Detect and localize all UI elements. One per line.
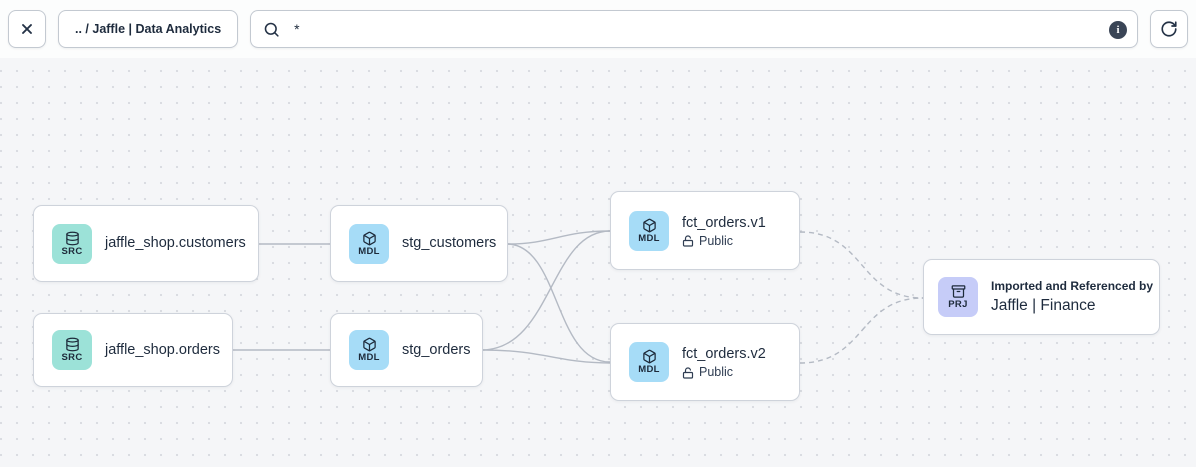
badge-label: MDL [358,245,380,257]
model-badge: MDL [349,223,389,264]
search-bar[interactable]: i [250,10,1138,48]
lineage-canvas[interactable]: SRC jaffle_shop.customers SRC jaffle_sho… [0,58,1196,467]
access-row: Public [682,366,733,379]
badge-label: SRC [61,245,83,257]
edge-stg_customers-fct_v2 [507,243,611,363]
badge-label: MDL [358,352,380,364]
access-row: Public [682,235,733,248]
badge-label: SRC [61,352,83,364]
node-fct-orders-v1[interactable]: MDL fct_orders.v1 Public [610,191,800,270]
node-title: jaffle_shop.customers [105,235,246,252]
edge-stg_orders-fct_v1 [482,230,611,351]
badge-label: PRJ [948,299,968,311]
cube-icon [362,231,376,246]
node-jaffle-shop-orders[interactable]: SRC jaffle_shop.orders [33,313,233,387]
node-title: stg_customers [402,235,497,252]
source-badge: SRC [52,330,92,370]
node-stg-orders[interactable]: MDL stg_orders [330,313,483,387]
edge-fct_v1-project [799,231,924,299]
node-jaffle-finance-project[interactable]: PRJ Imported and Referenced by Jaffle | … [923,259,1160,335]
database-icon [65,231,79,246]
close-icon [22,24,32,34]
access-label: Public [699,233,734,248]
edge-fct_v2-project [799,297,924,364]
edge-layer [233,230,924,364]
cube-icon [642,349,656,364]
node-title: fct_orders.v1 [682,214,766,231]
edge-stg_orders-fct_v2 [482,349,611,364]
edge-stg_customers-fct_v1 [507,230,611,245]
node-subtitle: Imported and Referenced by [991,278,1154,293]
model-badge: MDL [629,210,669,251]
breadcrumb-label: .. / Jaffle | Data Analytics [75,22,222,36]
toolbar: .. / Jaffle | Data Analytics i [0,0,1196,58]
model-badge: MDL [349,330,389,370]
node-title: jaffle_shop.orders [105,341,221,358]
badge-label: MDL [638,232,660,244]
refresh-icon [1161,21,1177,37]
project-badge: PRJ [938,277,978,317]
node-title: stg_orders [402,341,471,358]
breadcrumb[interactable]: .. / Jaffle | Data Analytics [58,10,239,48]
archive-icon [951,285,965,298]
search-icon [264,22,279,37]
access-label: Public [699,365,734,380]
node-stg-customers[interactable]: MDL stg_customers [330,205,508,282]
database-icon [65,337,79,352]
model-badge: MDL [629,342,669,382]
unlock-icon [682,366,694,379]
info-icon[interactable]: i [1109,21,1127,39]
search-input[interactable] [292,20,1099,38]
source-badge: SRC [52,223,92,264]
cube-icon [362,337,376,352]
unlock-icon [682,235,694,247]
cube-icon [642,218,656,233]
node-title: fct_orders.v2 [682,346,766,363]
refresh-button[interactable] [1150,10,1188,48]
badge-label: MDL [638,364,660,376]
close-button[interactable] [8,10,46,48]
node-jaffle-shop-customers[interactable]: SRC jaffle_shop.customers [33,205,259,282]
node-title: Jaffle | Finance [991,297,1096,315]
node-fct-orders-v2[interactable]: MDL fct_orders.v2 Public [610,323,800,401]
